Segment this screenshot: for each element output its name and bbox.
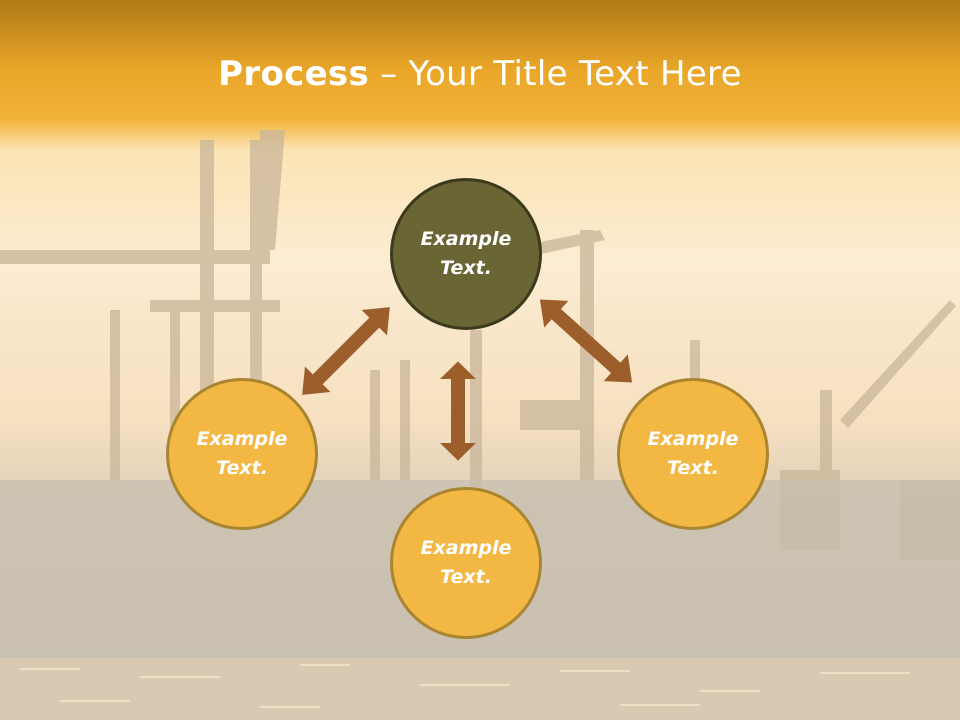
slide-title: Process – Your Title Text Here	[0, 52, 960, 96]
node-label-top: Example Text.	[420, 228, 512, 279]
double-arrow-icon	[527, 286, 645, 396]
double-arrow-icon	[289, 294, 403, 408]
node-label-left: Example Text.	[196, 428, 288, 479]
title-bold: Process	[218, 54, 370, 94]
title-rest: Your Title Text Here	[408, 54, 742, 94]
process-node-right: Example Text.	[617, 378, 769, 530]
double-arrow-icon	[440, 361, 476, 461]
process-node-top: Example Text.	[390, 178, 542, 330]
node-label-right: Example Text.	[647, 428, 739, 479]
title-dash: –	[369, 54, 409, 94]
node-label-bottom: Example Text.	[420, 537, 512, 588]
process-node-left: Example Text.	[166, 378, 318, 530]
process-node-bottom: Example Text.	[390, 487, 542, 639]
